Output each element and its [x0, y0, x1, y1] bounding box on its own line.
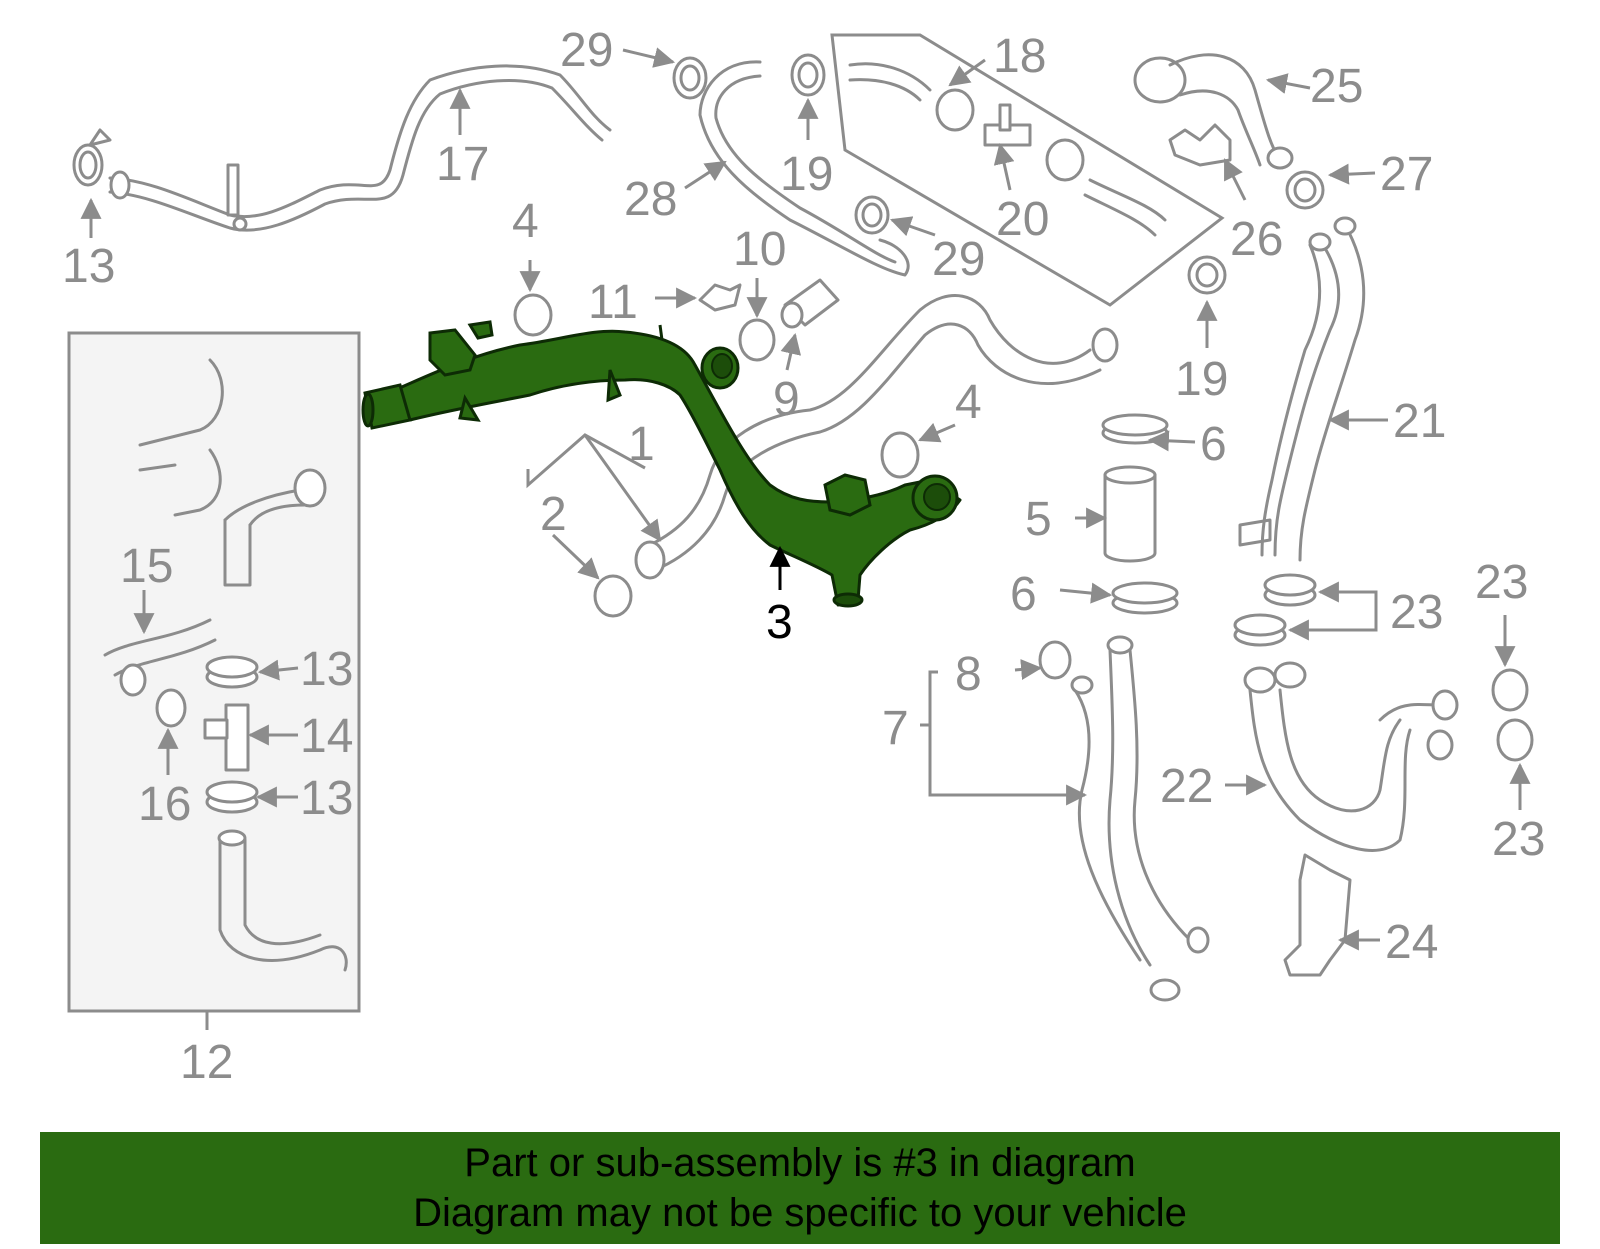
clamp-29-top: [672, 56, 708, 100]
label-19: 19: [780, 148, 833, 201]
footer-notice: Part or sub-assembly is #3 in diagram Di…: [40, 1132, 1560, 1244]
label-29: 29: [932, 233, 985, 286]
part-25-hose: [1133, 53, 1294, 170]
label-15: 15: [120, 540, 173, 593]
group-18-outline: [830, 33, 1225, 307]
part-5-sleeve: [1103, 465, 1157, 563]
part-1-hose: [634, 294, 1119, 580]
label-13: 13: [62, 240, 115, 293]
part-8-oring: [1038, 640, 1072, 680]
label-7: 7: [882, 702, 909, 755]
leader-lines: [80, 47, 1531, 951]
part-3-body: [386, 329, 962, 607]
label-17: 17: [436, 138, 489, 191]
label-24: 24: [1385, 916, 1438, 969]
part-21-pipe: [1238, 216, 1366, 562]
label-5: 5: [1025, 493, 1052, 546]
clamp-27: [1285, 170, 1325, 210]
label-13: 13: [300, 772, 353, 825]
clamp-6-top: [1101, 413, 1169, 445]
label-4: 4: [512, 195, 539, 248]
label-22: 22: [1160, 760, 1213, 813]
label-26: 26: [1230, 213, 1283, 266]
part-2-oring: [593, 574, 633, 618]
label-11: 11: [588, 276, 638, 329]
label-14: 14: [300, 710, 353, 763]
label-1: 1: [628, 418, 655, 471]
label-16: 16: [138, 778, 191, 831]
label-13: 13: [300, 643, 353, 696]
part-17-pipe: [108, 64, 612, 232]
part-24-bracket: [1283, 853, 1352, 977]
clamp-13-top: [72, 128, 112, 187]
label-4: 4: [955, 376, 982, 429]
label-21: 21: [1393, 395, 1446, 448]
label-23: 23: [1390, 586, 1443, 639]
label-28: 28: [624, 173, 677, 226]
part-7-pipe: [1070, 635, 1210, 1002]
part-4-oring-right: [880, 431, 920, 479]
part-22-pipe: [1243, 661, 1459, 852]
label-12: 12: [180, 1036, 233, 1089]
label-6: 6: [1200, 418, 1227, 471]
label-3: 3: [766, 596, 793, 649]
label-27: 27: [1380, 148, 1433, 201]
clamp-23-a: [1263, 573, 1317, 607]
footer-band: [40, 1132, 1560, 1244]
inset-12-parts: [103, 358, 348, 972]
label-9: 9: [773, 373, 800, 426]
part-26-clip: [1168, 123, 1232, 167]
label-6: 6: [1010, 568, 1037, 621]
part-18-hoses: [848, 62, 1167, 237]
label-29: 29: [560, 24, 613, 77]
label-19: 19: [1175, 353, 1228, 406]
part-4-oring-top: [513, 293, 553, 337]
clamp-19-right: [1187, 255, 1227, 295]
part-28-hose: [698, 60, 910, 277]
clamp-23-b: [1233, 613, 1287, 647]
label-25: 25: [1310, 60, 1363, 113]
part-3-highlighted: [361, 320, 962, 608]
label-23: 23: [1492, 813, 1545, 866]
label-20: 20: [996, 193, 1049, 246]
footer-line-1: Part or sub-assembly is #3 in diagram: [464, 1141, 1136, 1185]
label-2: 2: [540, 488, 567, 541]
clamp-29-mid: [854, 195, 890, 235]
label-23: 23: [1475, 556, 1528, 609]
label-10: 10: [733, 223, 786, 276]
clamp-19-top: [790, 53, 826, 97]
footer-line-2: Diagram may not be specific to your vehi…: [413, 1191, 1187, 1235]
part-10-oring: [738, 318, 776, 362]
label-18: 18: [993, 30, 1046, 83]
clamp-6-bottom: [1111, 581, 1179, 615]
part-9-sensor: [780, 278, 840, 329]
label-8: 8: [955, 648, 982, 701]
clamp-23-c: [1491, 668, 1534, 762]
callout-labels: 13 17 29 19 28 29 18 20 25 26 27 19 21 4…: [62, 24, 1545, 1089]
part-11-clip: [698, 283, 742, 312]
